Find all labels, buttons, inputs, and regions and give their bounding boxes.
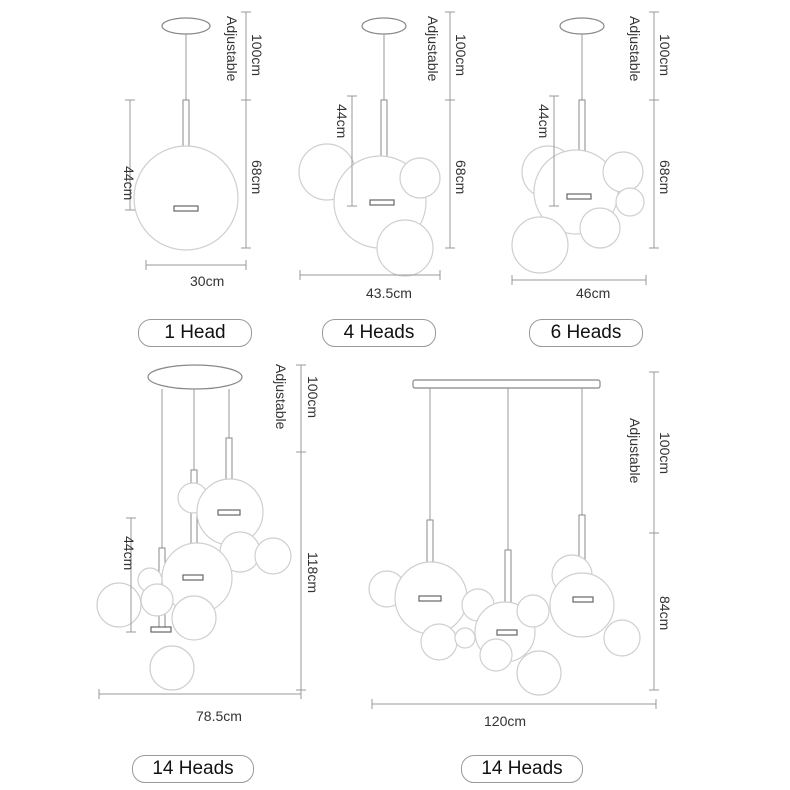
glass-bubble: [420, 623, 458, 661]
glass-bubble: [376, 219, 434, 277]
ceiling-canopy: [361, 17, 407, 35]
panel-14-round-lamp-height: 44cm: [121, 536, 137, 570]
glass-bubble: [399, 157, 441, 199]
led-disc: [217, 509, 241, 516]
panel-4-width: 43.5cm: [366, 285, 412, 301]
glass-bubble: [516, 594, 550, 628]
glass-bubble: [511, 216, 569, 274]
led-disc: [369, 199, 395, 206]
glass-bubble: [579, 207, 621, 249]
panel-14-linear-adjustable-label: Adjustable: [627, 418, 643, 484]
glass-bubble: [454, 627, 476, 649]
panel-14-round-width: 78.5cm: [196, 708, 242, 724]
caption-4-heads: 4 Heads: [322, 319, 436, 347]
panel-1-drop-length: 68cm: [249, 160, 265, 194]
panel-14-round-adjustable-label: Adjustable: [273, 364, 289, 430]
ceiling-canopy: [559, 17, 605, 35]
panel-4-drop-length: 68cm: [453, 160, 469, 194]
panel-1-head-drawing: [125, 11, 251, 270]
panel-14-round-cable-length: 100cm: [305, 376, 321, 418]
panel-14-heads-linear-drawing: [368, 371, 659, 709]
glass-bubble: [603, 619, 641, 657]
caption-14-heads-round: 14 Heads: [132, 755, 254, 783]
panel-14-linear-drop-length: 84cm: [657, 596, 673, 630]
glass-bubble: [96, 582, 142, 628]
panel-14-round-drop-length: 118cm: [305, 552, 321, 593]
led-disc: [173, 205, 199, 212]
panel-4-cable-length: 100cm: [453, 34, 469, 76]
panel-6-heads-drawing: [511, 11, 659, 285]
glass-bubble: [140, 583, 174, 617]
panel-4-adjustable-label: Adjustable: [425, 16, 441, 82]
glass-bubble: [133, 145, 239, 251]
panel-6-width: 46cm: [576, 285, 610, 301]
glass-bubble: [615, 187, 645, 217]
panel-6-drop-length: 68cm: [657, 160, 673, 194]
ceiling-canopy: [412, 379, 601, 389]
glass-bubble: [254, 537, 292, 575]
panel-14-heads-round-drawing: [96, 364, 306, 699]
panel-4-lamp-height: 44cm: [334, 104, 350, 138]
led-disc: [572, 596, 594, 603]
panel-6-lamp-height: 44cm: [536, 104, 552, 138]
panel-6-adjustable-label: Adjustable: [627, 16, 643, 82]
glass-bubble: [516, 650, 562, 696]
panel-14-linear-cable-length: 100cm: [657, 432, 673, 474]
panel-1-width: 30cm: [190, 273, 224, 289]
panel-14-linear-width: 120cm: [484, 713, 526, 729]
led-disc: [566, 193, 592, 200]
glass-bubble: [602, 151, 644, 193]
glass-bubble: [479, 638, 513, 672]
led-disc: [418, 595, 442, 602]
led-disc: [182, 574, 204, 581]
caption-1-head: 1 Head: [138, 319, 252, 347]
panel-1-lamp-height: 44cm: [121, 166, 137, 200]
panel-1-cable-length: 100cm: [249, 34, 265, 76]
led-disc: [496, 629, 518, 636]
panel-4-heads-drawing: [298, 11, 455, 280]
panel-1-adjustable-label: Adjustable: [224, 16, 240, 82]
ceiling-canopy: [147, 364, 243, 390]
caption-14-heads-linear: 14 Heads: [461, 755, 583, 783]
caption-6-heads: 6 Heads: [529, 319, 643, 347]
panel-6-cable-length: 100cm: [657, 34, 673, 76]
glass-bubble: [549, 572, 615, 638]
ceiling-canopy: [161, 17, 211, 35]
glass-bubble: [171, 595, 217, 641]
glass-bubble: [149, 645, 195, 691]
led-disc: [150, 626, 172, 633]
